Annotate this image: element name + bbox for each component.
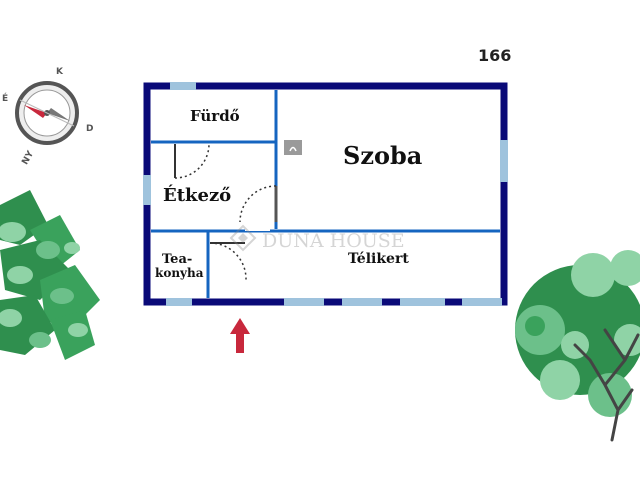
room-label-konyha: konyha (155, 266, 204, 280)
room-label-furdo: Fürdő (190, 107, 240, 125)
door-teakonyha (209, 242, 247, 281)
windows (143, 82, 508, 306)
entrance-arrow-icon (230, 318, 250, 353)
door-szoba (239, 185, 278, 223)
room-label-etkezo: Étkező (163, 183, 231, 206)
compass-label-east: D (86, 124, 93, 134)
room-label-szoba: Szoba (343, 141, 422, 170)
compass-label-south: NY (20, 149, 36, 167)
compass-label-north: K (56, 67, 64, 77)
watermark-text: DUNA HOUSE (262, 230, 405, 252)
heater-icon (284, 140, 302, 155)
compass-label-west: É (2, 92, 8, 104)
watermark-logo: DUNA HOUSE (229, 224, 405, 252)
room-label-telikert: Télikert (348, 251, 409, 267)
tree-left-icon (0, 190, 100, 360)
building-outline (143, 82, 508, 306)
compass-rose-icon: K D É NY (2, 67, 93, 167)
room-label-tea: Tea- (162, 252, 192, 267)
door-furdo (174, 143, 210, 179)
tree-right-icon (515, 250, 640, 442)
plan-number: 166 (478, 46, 511, 65)
